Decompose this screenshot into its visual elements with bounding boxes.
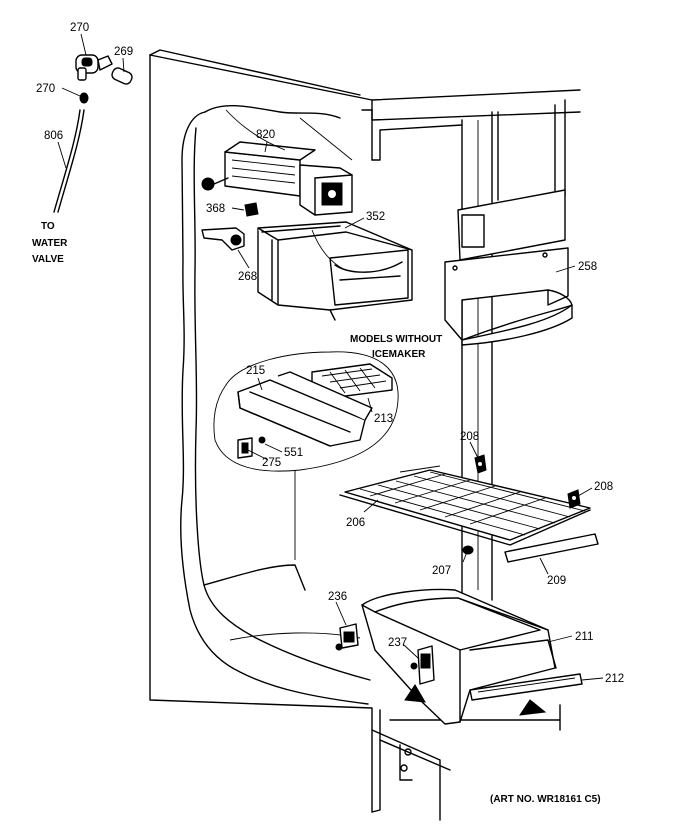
callout-275: 275 (262, 457, 281, 469)
callout-268: 268 (238, 271, 257, 283)
callout-270-nut: 270 (36, 83, 55, 95)
notes: TO WATER VALVE MODELS WITHOUT ICEMAKER (… (32, 221, 601, 805)
wire-shelf (339, 465, 591, 546)
shelf-support-left (474, 454, 487, 474)
callout-209: 209 (547, 575, 566, 587)
water-line-fitting (53, 54, 133, 213)
callout-208-right: 208 (594, 481, 613, 493)
shelf-support-right (567, 489, 581, 509)
callout-208-left: 208 (460, 431, 479, 443)
note-to-water-valve-line2: WATER (32, 238, 68, 249)
callout-211: 211 (575, 631, 593, 643)
evaporator-cover-panel (444, 189, 573, 346)
callout-551: 551 (284, 447, 303, 459)
part-236-bracket (335, 623, 359, 651)
callout-207: 207 (432, 565, 451, 577)
ice-bucket (257, 221, 413, 321)
freezer-liner (180, 105, 371, 705)
callout-labels: 270 269 270 806 820 368 352 268 258 215 … (36, 22, 624, 685)
callout-206: 206 (346, 517, 365, 529)
storage-bin (237, 371, 373, 447)
callout-212: 212 (605, 673, 624, 685)
callout-269: 269 (114, 46, 133, 58)
note-to-water-valve-line3: VALVE (32, 254, 64, 265)
basket-handle-strip (469, 673, 583, 701)
art-number: (ART NO. WR18161 C5) (490, 794, 601, 805)
leader-lines (57, 33, 604, 681)
part-237-bracket (410, 645, 435, 685)
callout-236: 236 (328, 591, 347, 603)
callout-820: 820 (256, 129, 275, 141)
part-551-clip (237, 436, 266, 459)
shelf-trim-strip (504, 533, 599, 563)
callout-352: 352 (366, 211, 385, 223)
callout-270-top: 270 (70, 22, 89, 34)
part-368-clip (244, 202, 259, 217)
note-models-without-line2: ICEMAKER (372, 349, 426, 360)
note-to-water-valve-line1: TO (41, 221, 55, 232)
bin-group-outline (213, 351, 399, 472)
callout-368: 368 (206, 203, 225, 215)
freezer-basket (361, 588, 557, 725)
callout-215: 215 (246, 365, 265, 377)
icemaker-assembly (201, 109, 353, 216)
note-models-without-line1: MODELS WITHOUT (350, 334, 442, 345)
callout-258: 258 (578, 261, 597, 273)
callout-237: 237 (388, 637, 407, 649)
callout-806: 806 (44, 130, 63, 142)
cabinet-outline (149, 49, 581, 821)
part-207 (462, 545, 474, 555)
part-268-shutoff-arm (201, 227, 245, 251)
callout-213: 213 (374, 413, 393, 425)
